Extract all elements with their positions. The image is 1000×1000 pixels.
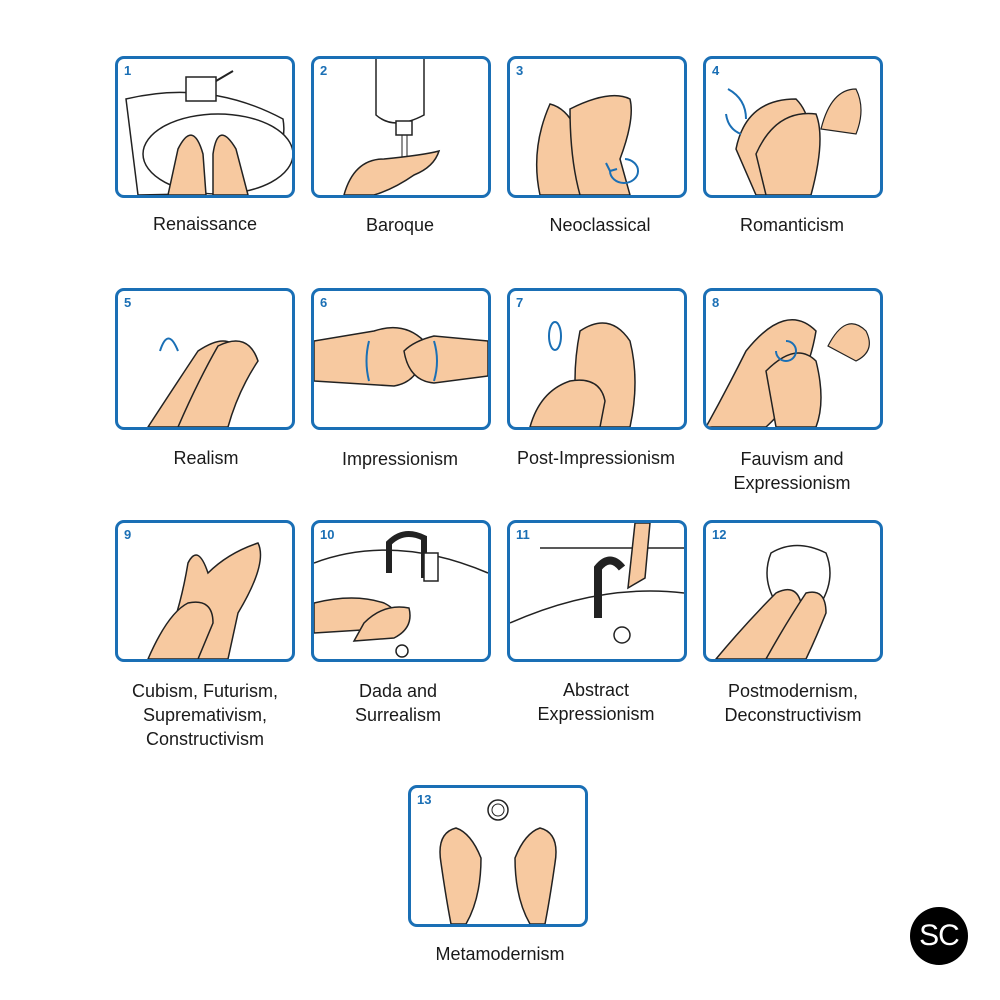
step-number: 3 — [516, 63, 524, 78]
step-1-panel: 1 — [115, 56, 295, 198]
step-number: 7 — [516, 295, 524, 310]
step-2-caption: Baroque — [365, 215, 435, 235]
fingertips-in-palm-illustration — [706, 319, 870, 427]
step-7-caption: Post-Impressionism — [516, 448, 676, 468]
step-5-caption: Realism — [173, 448, 239, 468]
thumb-rub-illustration — [147, 542, 262, 659]
step-11-caption: Abstract Expressionism — [537, 680, 655, 724]
turn-off-tap-illustration — [510, 523, 684, 644]
step-12-caption: Postmodernism, Deconstructivism — [724, 681, 862, 725]
step-2-panel: 2 — [311, 56, 491, 198]
step-8-caption: Fauvism and Expressionism — [733, 449, 851, 493]
step-number: 13 — [417, 792, 432, 807]
step-8-panel: 8 — [703, 288, 883, 430]
step-13-caption: Metamodernism — [435, 944, 565, 964]
interlocked-fingers-illustration — [314, 326, 488, 387]
step-3-caption: Neoclassical — [549, 215, 651, 235]
rinse-hands-illustration — [314, 531, 488, 658]
step-number: 5 — [124, 295, 132, 310]
dry-hands-illustration — [715, 544, 831, 659]
step-number: 12 — [712, 527, 727, 542]
step-number: 2 — [320, 63, 328, 78]
step-10-panel: 10 — [311, 520, 491, 662]
step-number: 9 — [124, 527, 132, 542]
step-5-panel: 5 — [115, 288, 295, 430]
sc-logo: SC — [910, 907, 968, 965]
soap-dispenser-illustration — [343, 59, 441, 195]
step-4-caption: Romanticism — [739, 215, 845, 235]
step-number: 6 — [320, 295, 328, 310]
step-10-caption: Dada and Surrealism — [354, 681, 442, 725]
interlaced-fingers-illustration — [147, 337, 259, 427]
step-number: 10 — [320, 527, 335, 542]
step-11-panel: 11 — [507, 520, 687, 662]
palm-to-palm-illustration — [535, 94, 639, 195]
step-6-panel: 6 — [311, 288, 491, 430]
step-9-panel: 9 — [115, 520, 295, 662]
back-of-hands-illustration — [725, 88, 862, 195]
step-4-panel: 4 — [703, 56, 883, 198]
step-12-panel: 12 — [703, 520, 883, 662]
step-6-caption: Impressionism — [341, 449, 459, 469]
rotational-thumb-rub-illustration — [529, 321, 636, 427]
step-number: 11 — [516, 527, 530, 542]
step-3-panel: 3 — [507, 56, 687, 198]
washing-under-tap-illustration — [125, 70, 292, 195]
step-9-caption: Cubism, Futurism, Supremativism, Constru… — [131, 681, 279, 749]
step-number: 8 — [712, 295, 720, 310]
step-7-panel: 7 — [507, 288, 687, 430]
step-1-caption: Renaissance — [152, 214, 258, 234]
step-13-panel: 13 — [408, 785, 588, 927]
step-number: 1 — [124, 63, 132, 78]
step-number: 4 — [712, 63, 720, 78]
clean-hands-illustration — [439, 799, 557, 924]
